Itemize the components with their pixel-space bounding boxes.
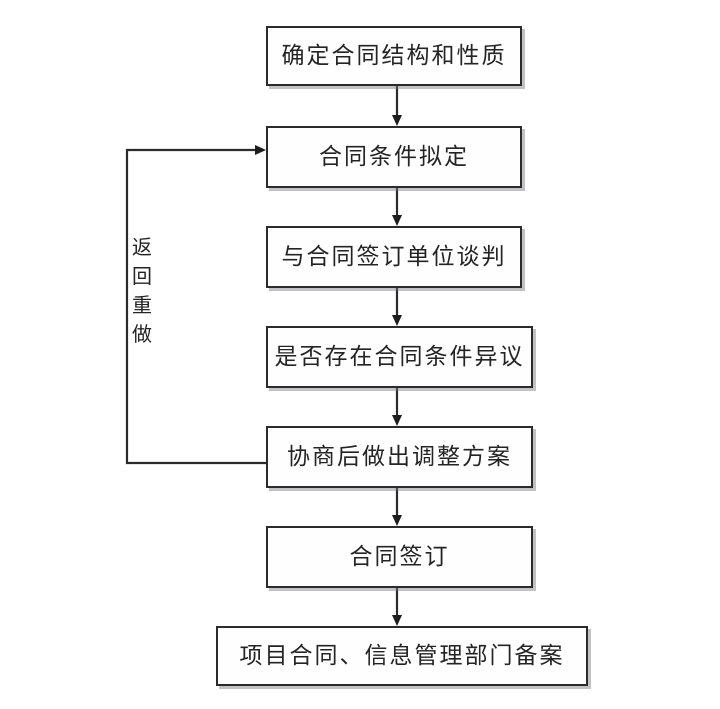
- node-adjustment-plan-after-consultation[interactable]: 协商后做出调整方案: [266, 426, 533, 488]
- node-determine-contract-structure[interactable]: 确定合同结构和性质: [266, 26, 522, 86]
- loop-label-char-4: 做: [132, 322, 152, 346]
- loop-label-char-3: 重: [132, 293, 152, 317]
- node-label: 合同条件拟定: [319, 143, 469, 170]
- node-negotiate-with-signing-party[interactable]: 与合同签订单位谈判: [266, 226, 522, 288]
- node-label: 合同签订: [349, 543, 450, 570]
- loop-label-char-1: 返: [132, 235, 152, 259]
- node-check-contract-objections[interactable]: 是否存在合同条件异议: [266, 326, 533, 388]
- node-label: 确定合同结构和性质: [281, 42, 507, 69]
- node-label: 与合同签订单位谈判: [281, 243, 507, 270]
- node-label: 项目合同、信息管理部门备案: [239, 642, 565, 669]
- node-label: 协商后做出调整方案: [287, 443, 512, 470]
- node-contract-signing[interactable]: 合同签订: [266, 526, 533, 588]
- node-file-with-management-department[interactable]: 项目合同、信息管理部门备案: [216, 626, 588, 686]
- node-label: 是否存在合同条件异议: [274, 343, 525, 370]
- node-draft-contract-terms[interactable]: 合同条件拟定: [266, 126, 522, 188]
- connector-feedback-loop: [125, 145, 266, 465]
- feedback-loop-label: 返 回 重 做: [128, 233, 156, 349]
- loop-label-char-2: 回: [132, 264, 152, 288]
